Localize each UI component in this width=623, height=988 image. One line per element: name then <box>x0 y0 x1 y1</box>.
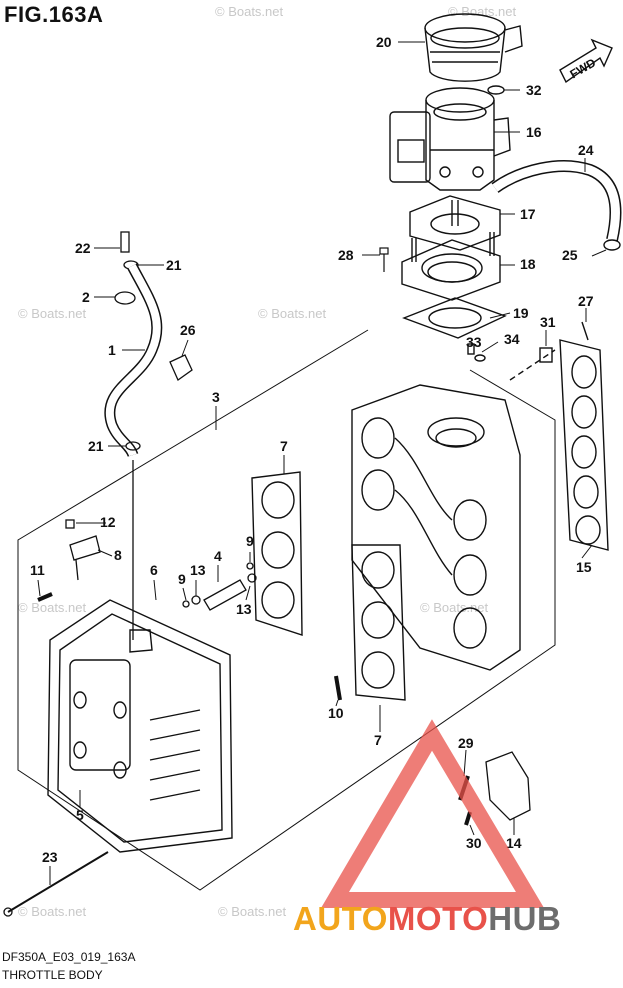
side-gasket-15 <box>539 321 609 551</box>
gasket <box>409 195 501 251</box>
callout-33: 33 <box>466 334 482 350</box>
figure-caption: THROTTLE BODY <box>2 968 103 982</box>
callout-34: 34 <box>504 331 520 347</box>
brand-logo: AUTOMOTOHUB <box>293 900 561 938</box>
callout-24: 24 <box>578 142 594 158</box>
watermark: © Boats.net <box>18 600 87 615</box>
intake-manifold <box>351 349 556 671</box>
watermark: © Boats.net <box>448 4 517 19</box>
callout-4: 4 <box>214 548 222 564</box>
callout-5: 5 <box>76 807 84 823</box>
callouts: 20 32 16 24 17 18 28 25 19 27 31 33 34 2… <box>30 34 594 865</box>
figure-code: DF350A_E03_019_163A <box>2 950 136 964</box>
fitting-22 <box>120 231 130 253</box>
callout-12: 12 <box>100 514 116 530</box>
callout-19: 19 <box>513 305 529 321</box>
gasket-lower <box>402 297 507 339</box>
callout-16: 16 <box>526 124 542 140</box>
callout-26: 26 <box>180 322 196 338</box>
callout-10: 10 <box>328 705 344 721</box>
watermark: © Boats.net <box>420 600 489 615</box>
callout-32: 32 <box>526 82 542 98</box>
callout-8: 8 <box>114 547 122 563</box>
callout-13b: 13 <box>236 601 252 617</box>
watermark: © Boats.net <box>18 306 87 321</box>
callout-11: 11 <box>30 562 45 578</box>
callout-14: 14 <box>506 835 522 851</box>
hose-clamp <box>603 239 621 251</box>
figure-title: FIG.163A <box>4 2 104 27</box>
logo-triangle-icon <box>321 719 545 908</box>
callout-9b: 9 <box>246 533 254 549</box>
screw-12 <box>65 519 75 529</box>
logo-part-moto: MOTO <box>387 900 489 937</box>
watermarks: © Boats.net © Boats.net © Boats.net © Bo… <box>18 4 517 919</box>
watermark: © Boats.net <box>215 4 284 19</box>
watermark: © Boats.net <box>218 904 287 919</box>
leader-lines <box>37 41 607 885</box>
callout-17: 17 <box>520 206 536 222</box>
watermark: © Boats.net <box>18 904 87 919</box>
callout-21: 21 <box>166 257 182 273</box>
bolt <box>467 343 475 355</box>
callout-13: 13 <box>190 562 206 578</box>
logo-part-hub: HUB <box>488 900 562 937</box>
bolt-10 <box>334 675 342 701</box>
callout-25: 25 <box>562 247 578 263</box>
throttle-body-assembly <box>389 13 523 362</box>
dowel-13 <box>191 595 201 605</box>
sensor-and-bolts <box>3 519 342 917</box>
dowel-13b <box>247 573 257 583</box>
stud-27 <box>581 321 589 341</box>
callout-29: 29 <box>458 735 474 751</box>
clip-26 <box>169 354 193 381</box>
dowel-9 <box>182 600 190 608</box>
callout-31: 31 <box>540 314 556 330</box>
callout-3: 3 <box>212 389 220 405</box>
hose-assembly <box>491 160 622 251</box>
callout-7b: 7 <box>374 732 382 748</box>
forward-arrow-icon: FWD <box>559 38 613 84</box>
sensor-8 <box>69 535 101 561</box>
callout-22: 22 <box>75 240 91 256</box>
adapter-plate <box>401 239 501 301</box>
grommet-2 <box>114 291 136 305</box>
bolt-11 <box>37 592 53 602</box>
callout-15: 15 <box>576 559 592 575</box>
callout-1: 1 <box>108 342 116 358</box>
washer <box>474 354 486 362</box>
assembly-box <box>17 329 556 891</box>
callout-20: 20 <box>376 34 392 50</box>
callout-23: 23 <box>42 849 58 865</box>
bolt-23 <box>7 851 109 913</box>
fitting-boss <box>129 629 153 653</box>
callout-9: 9 <box>178 571 186 587</box>
callout-7: 7 <box>280 438 288 454</box>
intake-cover <box>47 599 233 853</box>
bolt-28 <box>379 247 389 272</box>
bolt-30 <box>464 811 472 826</box>
o-ring <box>487 85 505 95</box>
callout-27: 27 <box>578 293 594 309</box>
manifold-gasket <box>251 471 406 701</box>
dowel-9b <box>246 562 254 570</box>
logo-part-auto: AUTO <box>293 900 388 937</box>
collar-31 <box>539 347 553 363</box>
callout-6: 6 <box>150 562 158 578</box>
callout-30: 30 <box>466 835 482 851</box>
callout-21b: 21 <box>88 438 104 454</box>
watermark: © Boats.net <box>258 306 327 321</box>
callout-18: 18 <box>520 256 536 272</box>
pipe-4 <box>203 579 247 611</box>
pipe-and-dowels <box>182 562 257 611</box>
callout-2: 2 <box>82 289 90 305</box>
callout-28: 28 <box>338 247 354 263</box>
throttle-actuator <box>389 111 431 183</box>
